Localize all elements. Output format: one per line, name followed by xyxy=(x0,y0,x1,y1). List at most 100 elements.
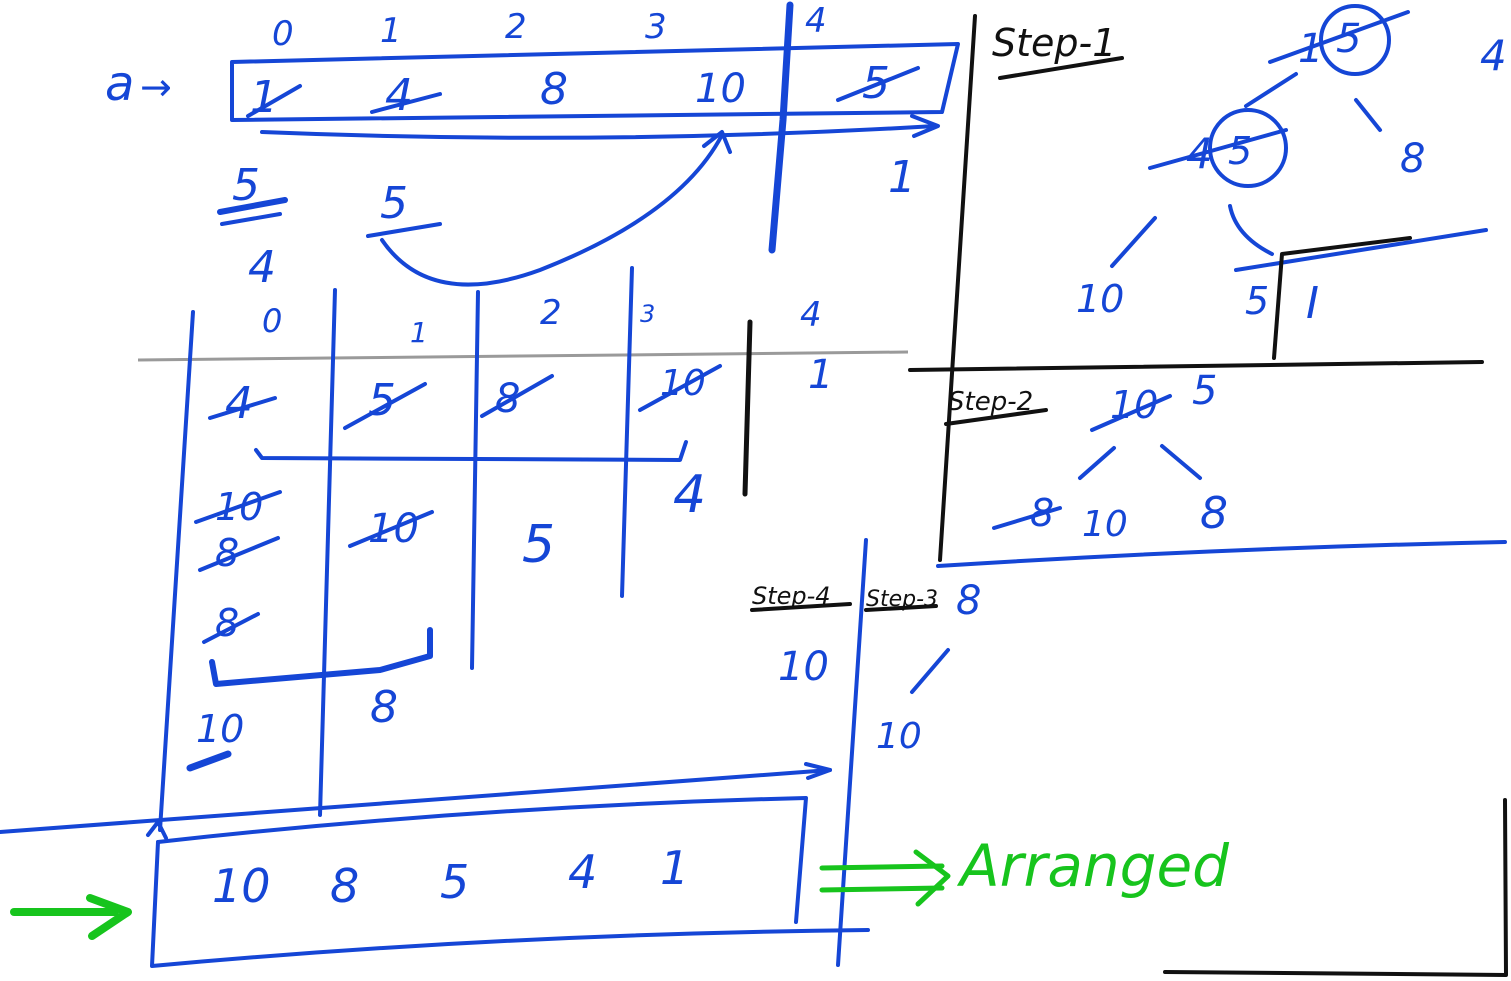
strike-c0-stack-0 xyxy=(194,490,282,524)
final-cell-1: 8 xyxy=(330,859,359,913)
strike-scratch-five-2 xyxy=(220,212,282,226)
curved-swap-arrow xyxy=(380,133,724,287)
final-array-group: 10 8 5 4 1 Arranged xyxy=(10,538,1230,968)
index-0: 0 xyxy=(272,14,294,54)
grid-c1-stack-1: 8 xyxy=(370,682,398,733)
green-implies-lines xyxy=(819,863,945,893)
after-swap-value: 1 xyxy=(888,152,916,203)
step1-panel: Step-1 1 5 4 4 5 8 10 5 I xyxy=(992,4,1507,360)
step2-title-underline xyxy=(944,408,1048,426)
grid-c0-stack-3: 10 xyxy=(196,707,244,751)
step1-ll: 10 xyxy=(1076,277,1124,321)
strike-r1-c3 xyxy=(638,364,722,412)
grid-r1-c3: 10 xyxy=(660,363,706,404)
grid-bracket-1 xyxy=(254,440,688,462)
array-label: a xyxy=(105,56,134,112)
strike-step1-left xyxy=(1148,128,1288,170)
panel-divider-vertical xyxy=(938,14,977,562)
grid-r1-c4: 1 xyxy=(808,352,833,398)
grid-bracket-2 xyxy=(209,627,433,687)
step1-lr-new: I xyxy=(1306,278,1319,329)
grid-col2-value: 5 xyxy=(522,515,555,575)
strike-cell-4 xyxy=(836,66,920,102)
final-array-box xyxy=(150,840,870,968)
top-array-group: a → 0 1 2 3 4 1 4 8 10 5 1 5 4 5 xyxy=(105,1,960,293)
step3-child: 10 xyxy=(876,716,922,757)
step1-left-new: 5 xyxy=(1228,129,1252,173)
step1-root-side: 4 xyxy=(1480,31,1507,80)
strike-c0-stack-1 xyxy=(198,536,280,572)
step1-sorted-bracket xyxy=(1272,236,1412,360)
strike-r1-c2 xyxy=(480,374,554,418)
strike-cell-1 xyxy=(370,92,442,114)
array-cell-2: 8 xyxy=(540,64,568,115)
step1-lr: 5 xyxy=(1245,279,1269,323)
curved-swap-arrow-head xyxy=(702,130,732,154)
grid-index-3: 3 xyxy=(640,300,655,328)
strike-r1-c1 xyxy=(343,382,427,430)
swap-arrow-head xyxy=(910,114,940,138)
grid-index-4: 4 xyxy=(800,295,822,335)
step2-right: 8 xyxy=(1200,488,1228,539)
index-4: 4 xyxy=(805,1,827,41)
step1-title-underline xyxy=(998,56,1124,80)
grid-index-2: 2 xyxy=(540,293,562,333)
step4-title-underline xyxy=(750,602,852,612)
array-cell-3: 10 xyxy=(695,66,746,112)
array-cell-0: 1 xyxy=(250,72,278,123)
step1-title: Step-1 xyxy=(992,21,1116,65)
scratch-five-b: 5 xyxy=(380,178,408,229)
swap-arrow-line xyxy=(260,124,937,140)
final-array-top xyxy=(156,796,808,924)
array-label-arrow: → xyxy=(140,65,172,109)
strike-c0-stack-3 xyxy=(186,750,232,772)
scratch-four-a: 4 xyxy=(248,242,276,293)
final-cell-3: 4 xyxy=(568,845,597,899)
grid-bottom-line-head xyxy=(804,762,832,780)
strike-c0-stack-2 xyxy=(202,612,260,644)
grid-col-line-0 xyxy=(158,310,195,832)
step1-left-circle xyxy=(1208,108,1288,188)
strike-scratch-five-b xyxy=(366,222,442,238)
index-1: 1 xyxy=(380,11,402,51)
grid-col-line-2 xyxy=(470,290,480,670)
step4-root: 10 xyxy=(778,644,829,690)
green-implies-head xyxy=(913,849,951,907)
step4-panel: Step-4 10 xyxy=(750,582,852,690)
final-cell-0: 10 xyxy=(212,859,271,913)
step-panels: Step-1 1 5 4 4 5 8 10 5 I Step-2 xyxy=(750,4,1508,977)
index-3: 3 xyxy=(645,7,667,47)
corner-black-stroke xyxy=(1163,798,1508,977)
step2-panel: Step-2 10 5 8 10 8 xyxy=(944,368,1228,545)
final-array-right xyxy=(836,538,868,967)
strike-step1-root xyxy=(1268,10,1410,64)
step3-title-underline xyxy=(864,604,938,612)
grid-c0-stack-1: 8 xyxy=(215,531,239,575)
step2-edge-left xyxy=(1078,446,1116,480)
strike-step2-left xyxy=(992,506,1062,530)
final-array-tick xyxy=(146,820,168,840)
green-arrow-head xyxy=(86,894,132,940)
panel-divider-horizontal xyxy=(908,360,1484,372)
array-divider xyxy=(768,1,794,254)
strike-r1-c0 xyxy=(208,396,277,420)
step2-edge-right xyxy=(1160,444,1202,480)
step1-root-circle xyxy=(1319,4,1391,76)
panel-divider-bottom xyxy=(936,540,1507,568)
grid-col-line-3 xyxy=(620,266,634,598)
final-cell-2: 5 xyxy=(440,855,469,909)
grid-col-line-1 xyxy=(318,288,337,817)
grid-col-line-4 xyxy=(742,319,753,497)
strike-cell-0 xyxy=(246,84,302,118)
strike-step2-root xyxy=(1090,394,1172,432)
step1-edge-root-left xyxy=(1244,72,1298,108)
grid-gray-line xyxy=(137,350,909,362)
grid-r1-c0: 4 xyxy=(225,378,253,429)
step2-left-new: 10 xyxy=(1082,504,1128,545)
index-2: 2 xyxy=(505,7,527,47)
step3-root: 8 xyxy=(956,578,981,624)
step1-root-new: 5 xyxy=(1336,16,1361,62)
work-grid: 0 1 2 3 4 4 5 8 10 1 4 10 8 8 10 10 8 5 xyxy=(0,266,909,834)
final-cell-4: 1 xyxy=(660,841,689,895)
